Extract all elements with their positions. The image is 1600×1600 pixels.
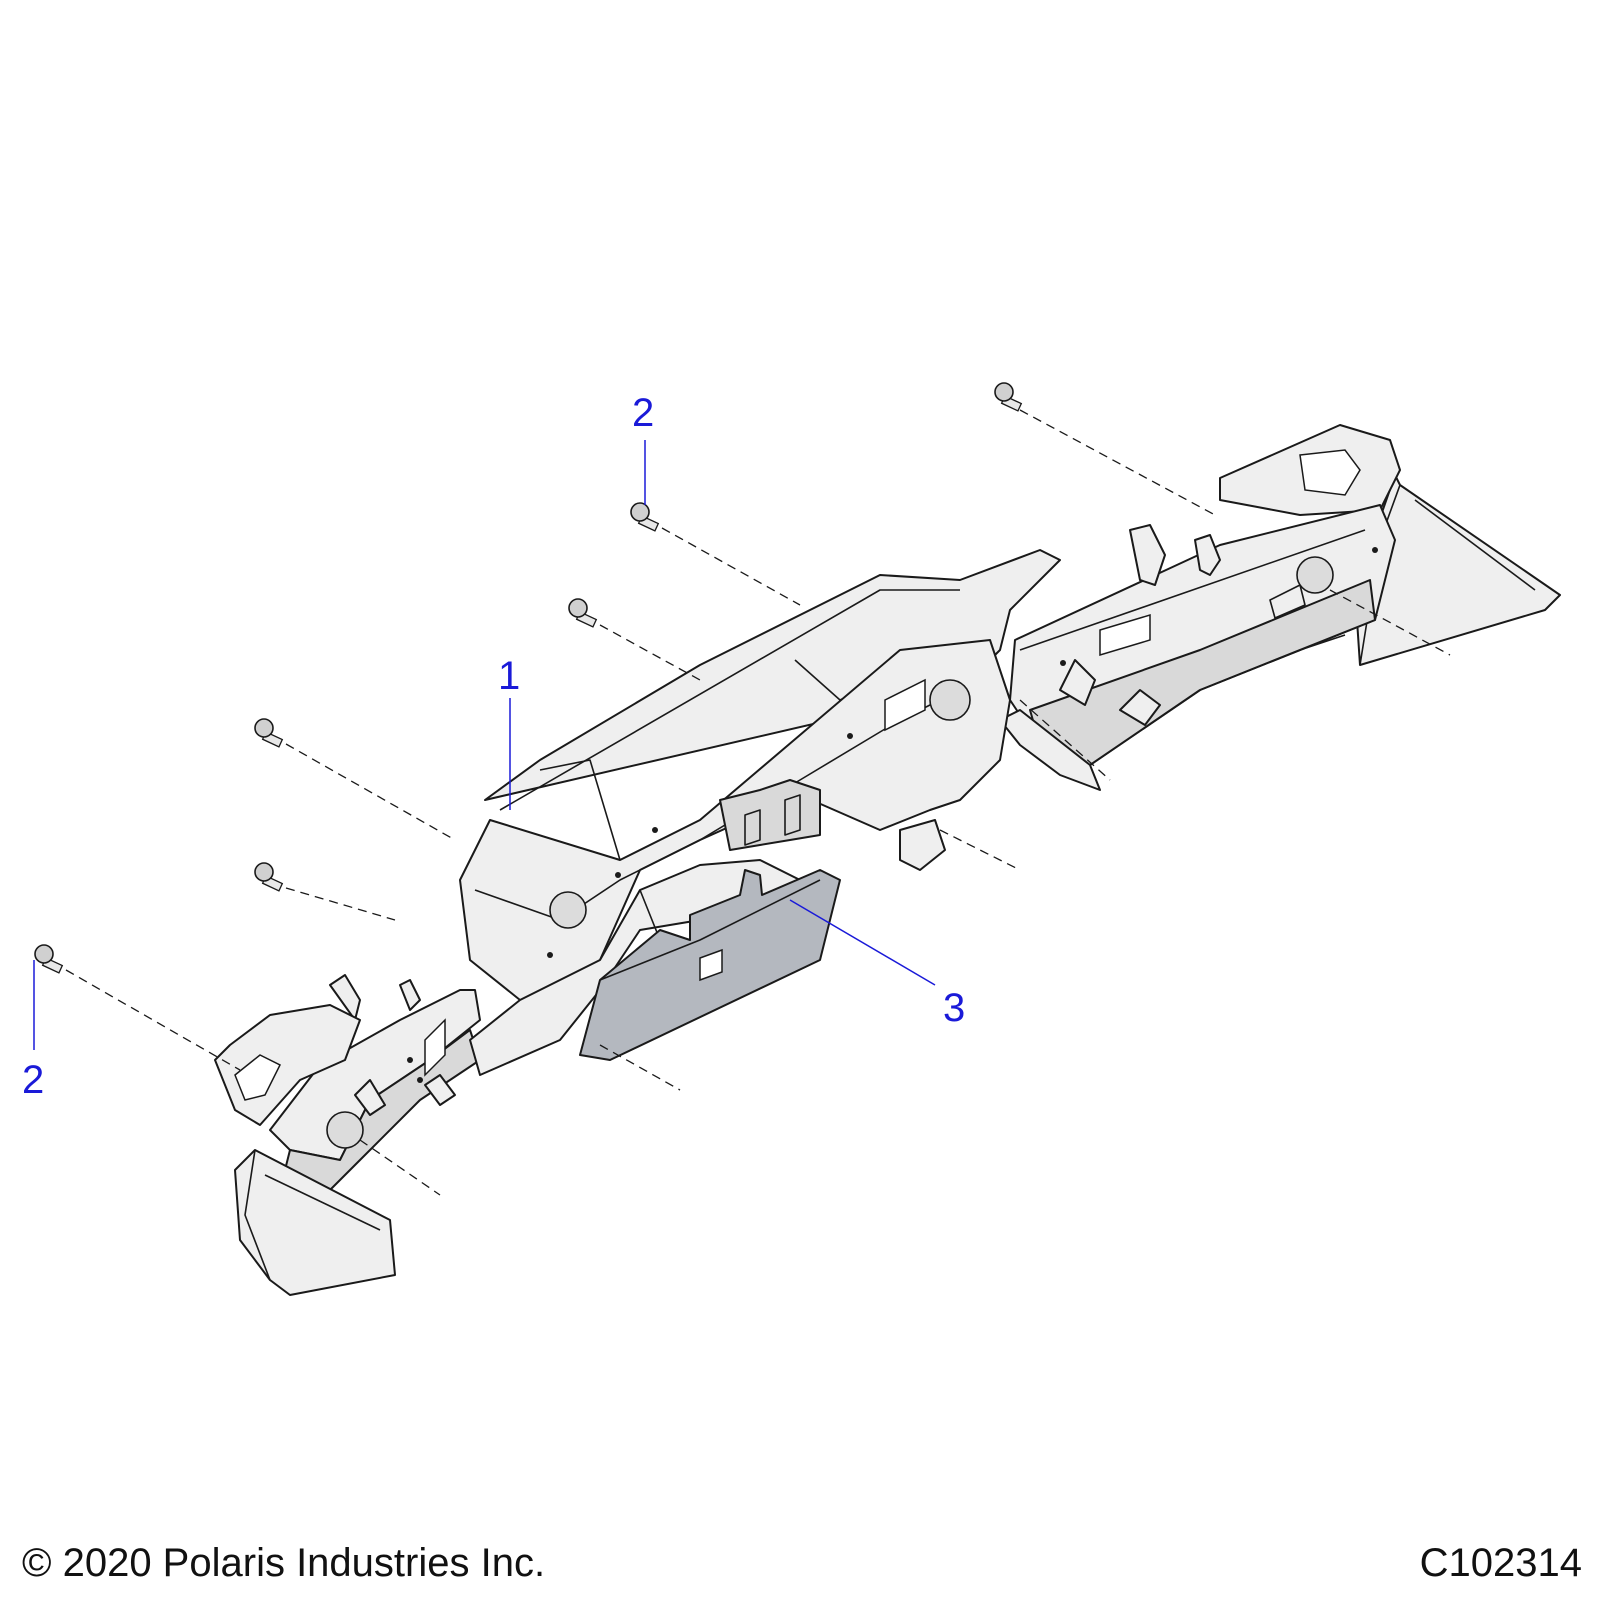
bolt-middle-left (254, 862, 284, 892)
bolt-upper-left (254, 718, 284, 748)
bolt-top-right (994, 382, 1023, 412)
callout-leaders (33, 440, 936, 1050)
front-bumper-part-1 (214, 424, 1561, 1296)
assembly-lines (65, 409, 1451, 1196)
bolt-left-callout (34, 944, 64, 974)
bolt-upper-middle (568, 598, 598, 628)
callout-1: 1 (498, 654, 521, 698)
skid-plate-part-3 (579, 869, 841, 1061)
bolt-top-callout (630, 502, 660, 532)
figure-id: C102314 (1419, 1541, 1582, 1585)
callout-2-left: 2 (22, 1058, 45, 1102)
callout-3: 3 (943, 986, 966, 1030)
copyright-notice: © 2020 Polaris Industries Inc. (22, 1541, 546, 1585)
callout-2-top: 2 (632, 391, 655, 435)
